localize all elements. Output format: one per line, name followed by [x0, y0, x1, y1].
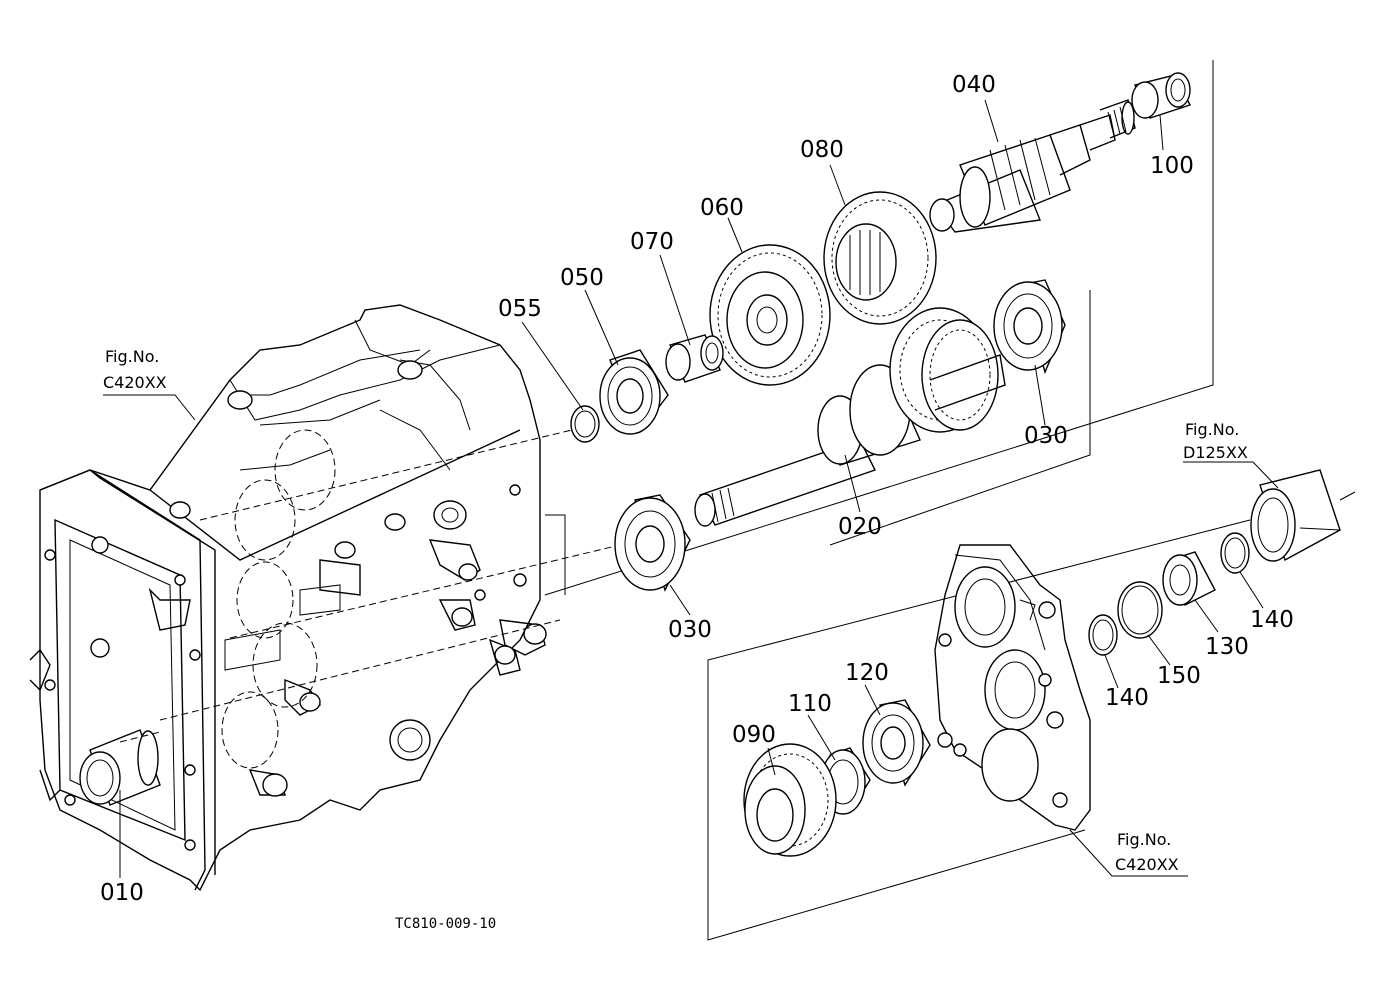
label-120: 120 [845, 660, 889, 686]
label-060: 060 [700, 195, 744, 221]
label-030-lower: 030 [668, 617, 712, 643]
ring-150 [1117, 581, 1163, 639]
label-020: 020 [838, 514, 882, 540]
label-080: 080 [800, 137, 844, 163]
shaft-020 [694, 307, 1006, 527]
label-010: 010 [100, 880, 144, 906]
collar-d125 [1250, 469, 1356, 562]
label-070: 070 [630, 229, 674, 255]
shaft-040 [929, 99, 1136, 233]
fig-ref-bottom-prefix: Fig.No. [1117, 830, 1171, 849]
fig-ref-right-code: D125XX [1183, 443, 1248, 462]
snap-ring-055 [570, 405, 600, 443]
ball-bearing-120 [862, 699, 931, 787]
fig-ref-bottom-code: C420XX [1115, 855, 1179, 874]
gear-090 [743, 743, 837, 857]
fig-ref-left-prefix: Fig.No. [105, 347, 159, 366]
label-050: 050 [560, 265, 604, 291]
needle-bearing-070 [665, 334, 724, 383]
label-090: 090 [732, 722, 776, 748]
assembly-axes [119, 427, 621, 743]
ball-bearing-030-upper [993, 279, 1066, 375]
bearing-130 [1162, 551, 1216, 606]
gear-060 [709, 244, 831, 386]
snap-ring-140-upper [1220, 532, 1250, 574]
ball-bearing-030-lower [614, 494, 691, 592]
label-140-upper: 140 [1250, 607, 1294, 633]
fig-ref-right-prefix: Fig.No. [1185, 420, 1239, 439]
snap-ring-140-lower [1088, 614, 1118, 656]
rear-cover [934, 544, 1091, 831]
label-110: 110 [788, 691, 832, 717]
figure-references: Fig.No. C420XX Fig.No. D125XX Fig.No. C4… [103, 347, 1248, 874]
label-030-upper: 030 [1024, 423, 1068, 449]
gear-080 [823, 191, 937, 325]
drawing-code: TC810-009-10 [395, 916, 496, 932]
label-040: 040 [952, 72, 996, 98]
label-140-lower: 140 [1105, 685, 1149, 711]
label-055: 055 [498, 296, 542, 322]
label-100: 100 [1150, 153, 1194, 179]
leader-lines [103, 99, 1279, 878]
label-130: 130 [1205, 634, 1249, 660]
label-150: 150 [1157, 663, 1201, 689]
part-labels: 010 020 030 030 040 050 055 060 070 080 … [100, 72, 1294, 906]
fig-ref-left-code: C420XX [103, 373, 167, 392]
transmission-case [29, 304, 547, 892]
ball-bearing-050 [599, 349, 669, 435]
needle-bearing-100 [1131, 72, 1191, 119]
